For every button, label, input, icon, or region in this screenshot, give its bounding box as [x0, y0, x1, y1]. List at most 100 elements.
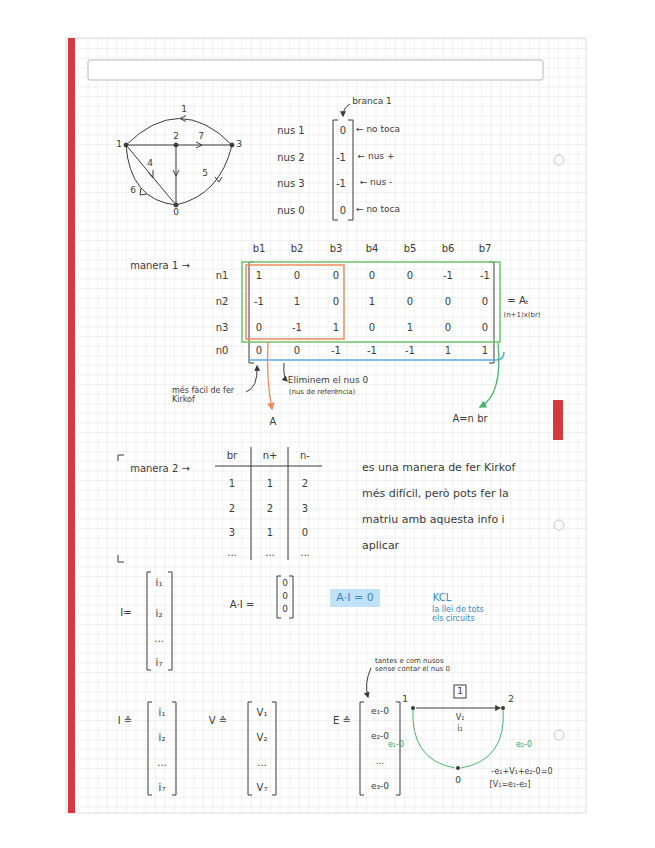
- matrix-bracket: [268, 342, 273, 409]
- handwritten-note: n0: [216, 345, 229, 356]
- branch-table: [215, 466, 322, 467]
- handwritten-note: (nus de referència): [289, 389, 356, 397]
- small-circuit: [416, 708, 500, 709]
- vector-bracket: [272, 702, 276, 795]
- handwritten-note: 0: [407, 296, 413, 307]
- column-bracket: [348, 120, 353, 220]
- highlight-text: A·I = 0: [336, 591, 373, 604]
- circuit-graph: [230, 143, 234, 147]
- circuit-graph: [126, 145, 232, 146]
- handwritten-note: 0: [294, 345, 300, 356]
- handwritten-note: 0: [333, 270, 339, 281]
- handwritten-note: ...: [265, 547, 275, 558]
- column-bracket: [333, 120, 338, 220]
- handwritten-note: 0: [282, 579, 288, 589]
- paper: [68, 38, 75, 813]
- handwritten-note: n-: [300, 450, 310, 461]
- vector-bracket: [172, 702, 176, 795]
- handwritten-note: KCL: [433, 592, 452, 603]
- handwritten-note: ...: [376, 757, 385, 767]
- handwritten-note: ← nus -: [360, 178, 393, 188]
- handwritten-note: n+: [263, 450, 278, 461]
- handwritten-note: 6: [130, 186, 136, 196]
- handwritten-note: b3: [330, 243, 343, 254]
- column-bracket: [333, 104, 353, 220]
- circuit-graph: [176, 145, 232, 205]
- handwritten-note: i₂: [156, 608, 163, 619]
- handwritten-note: 3: [236, 140, 242, 150]
- circuit-graph: [174, 203, 178, 207]
- handwritten-note: 0: [369, 322, 375, 333]
- handwritten-note: 0: [340, 205, 346, 216]
- circuit-graph: [174, 143, 178, 147]
- handwritten-note: 0: [333, 296, 339, 307]
- circuit-graph: [196, 142, 202, 148]
- handwritten-note: -1: [336, 178, 346, 189]
- handwritten-note: ...: [257, 757, 267, 768]
- handwritten-note: nus 2: [277, 152, 304, 163]
- handwritten-note: nus 3: [277, 178, 304, 189]
- handwritten-note: ← no toca: [356, 125, 400, 135]
- small-circuit: [461, 708, 503, 768]
- small-circuit: [454, 685, 466, 698]
- handwritten-note: manera 2 →: [130, 463, 190, 474]
- handwritten-note: b7: [479, 243, 492, 254]
- handwritten-note: -e₁+V₁+e₂-0=0: [492, 768, 553, 777]
- circuit-graph: [124, 116, 234, 208]
- handwritten-note: b1: [253, 243, 266, 254]
- vector-bracket: [147, 572, 151, 670]
- handwritten-note: i₇: [156, 657, 163, 668]
- handwritten-note: b6: [442, 243, 455, 254]
- paper: [76, 38, 586, 813]
- handwritten-note: 0: [455, 776, 461, 786]
- handwritten-note: e₁-0: [388, 741, 404, 750]
- handwritten-note: 1: [457, 687, 463, 697]
- handwritten-note: 0: [294, 270, 300, 281]
- handwritten-note: n3: [216, 322, 229, 333]
- handwritten-note: la llei de tots els circuits: [432, 606, 494, 624]
- handwritten-note: branca 1: [352, 97, 392, 107]
- handwritten-note: -1: [367, 345, 377, 356]
- handwritten-note: E ≙: [333, 715, 351, 726]
- handwritten-note: 1: [407, 322, 413, 333]
- handwritten-note: (n+1)x(br): [503, 312, 540, 320]
- circuit-graph: [126, 145, 176, 205]
- handwritten-note: 2: [229, 503, 235, 514]
- paper: [66, 38, 586, 813]
- handwritten-note: [V₁=e₁-e₂]: [490, 781, 531, 790]
- handwritten-note: 3: [302, 503, 308, 514]
- handwritten-note: 1: [333, 322, 339, 333]
- handwritten-note: 1: [256, 270, 262, 281]
- small-circuit: [501, 706, 505, 710]
- circuit-graph: [124, 143, 128, 147]
- handwritten-note: 1: [267, 478, 273, 489]
- handwritten-note: ...: [300, 547, 310, 558]
- vector-bracket: [360, 702, 364, 795]
- branch-table: [251, 447, 252, 560]
- matrix-bracket: [246, 265, 344, 339]
- handwritten-note: 1: [181, 105, 187, 115]
- handwritten-note: V₇: [257, 782, 268, 793]
- vector-bracket: [248, 702, 252, 795]
- matrix-bracket: [249, 262, 254, 363]
- small-circuit: [413, 708, 455, 768]
- handwritten-note: 2: [508, 695, 514, 705]
- handwritten-note: manera 1 →: [130, 260, 190, 271]
- handwritten-note: -1: [336, 152, 346, 163]
- handwritten-note: 1: [402, 695, 408, 705]
- paper: [554, 520, 564, 530]
- handwritten-note: es una manera de fer Kirkof més difícil,…: [362, 455, 540, 559]
- handwritten-note: 0: [482, 296, 488, 307]
- handwritten-note: Eliminem el nus 0: [288, 376, 368, 386]
- handwritten-note: nus 1: [277, 125, 304, 136]
- handwritten-note: 3: [229, 527, 235, 538]
- handwritten-note: e₁-0: [371, 707, 389, 717]
- handwritten-note: n2: [216, 296, 229, 307]
- branch-table: [288, 447, 289, 560]
- branch-table: [118, 455, 124, 461]
- header-box: [88, 60, 543, 80]
- matrix-bracket: [480, 343, 499, 407]
- handwritten-note: 0: [445, 322, 451, 333]
